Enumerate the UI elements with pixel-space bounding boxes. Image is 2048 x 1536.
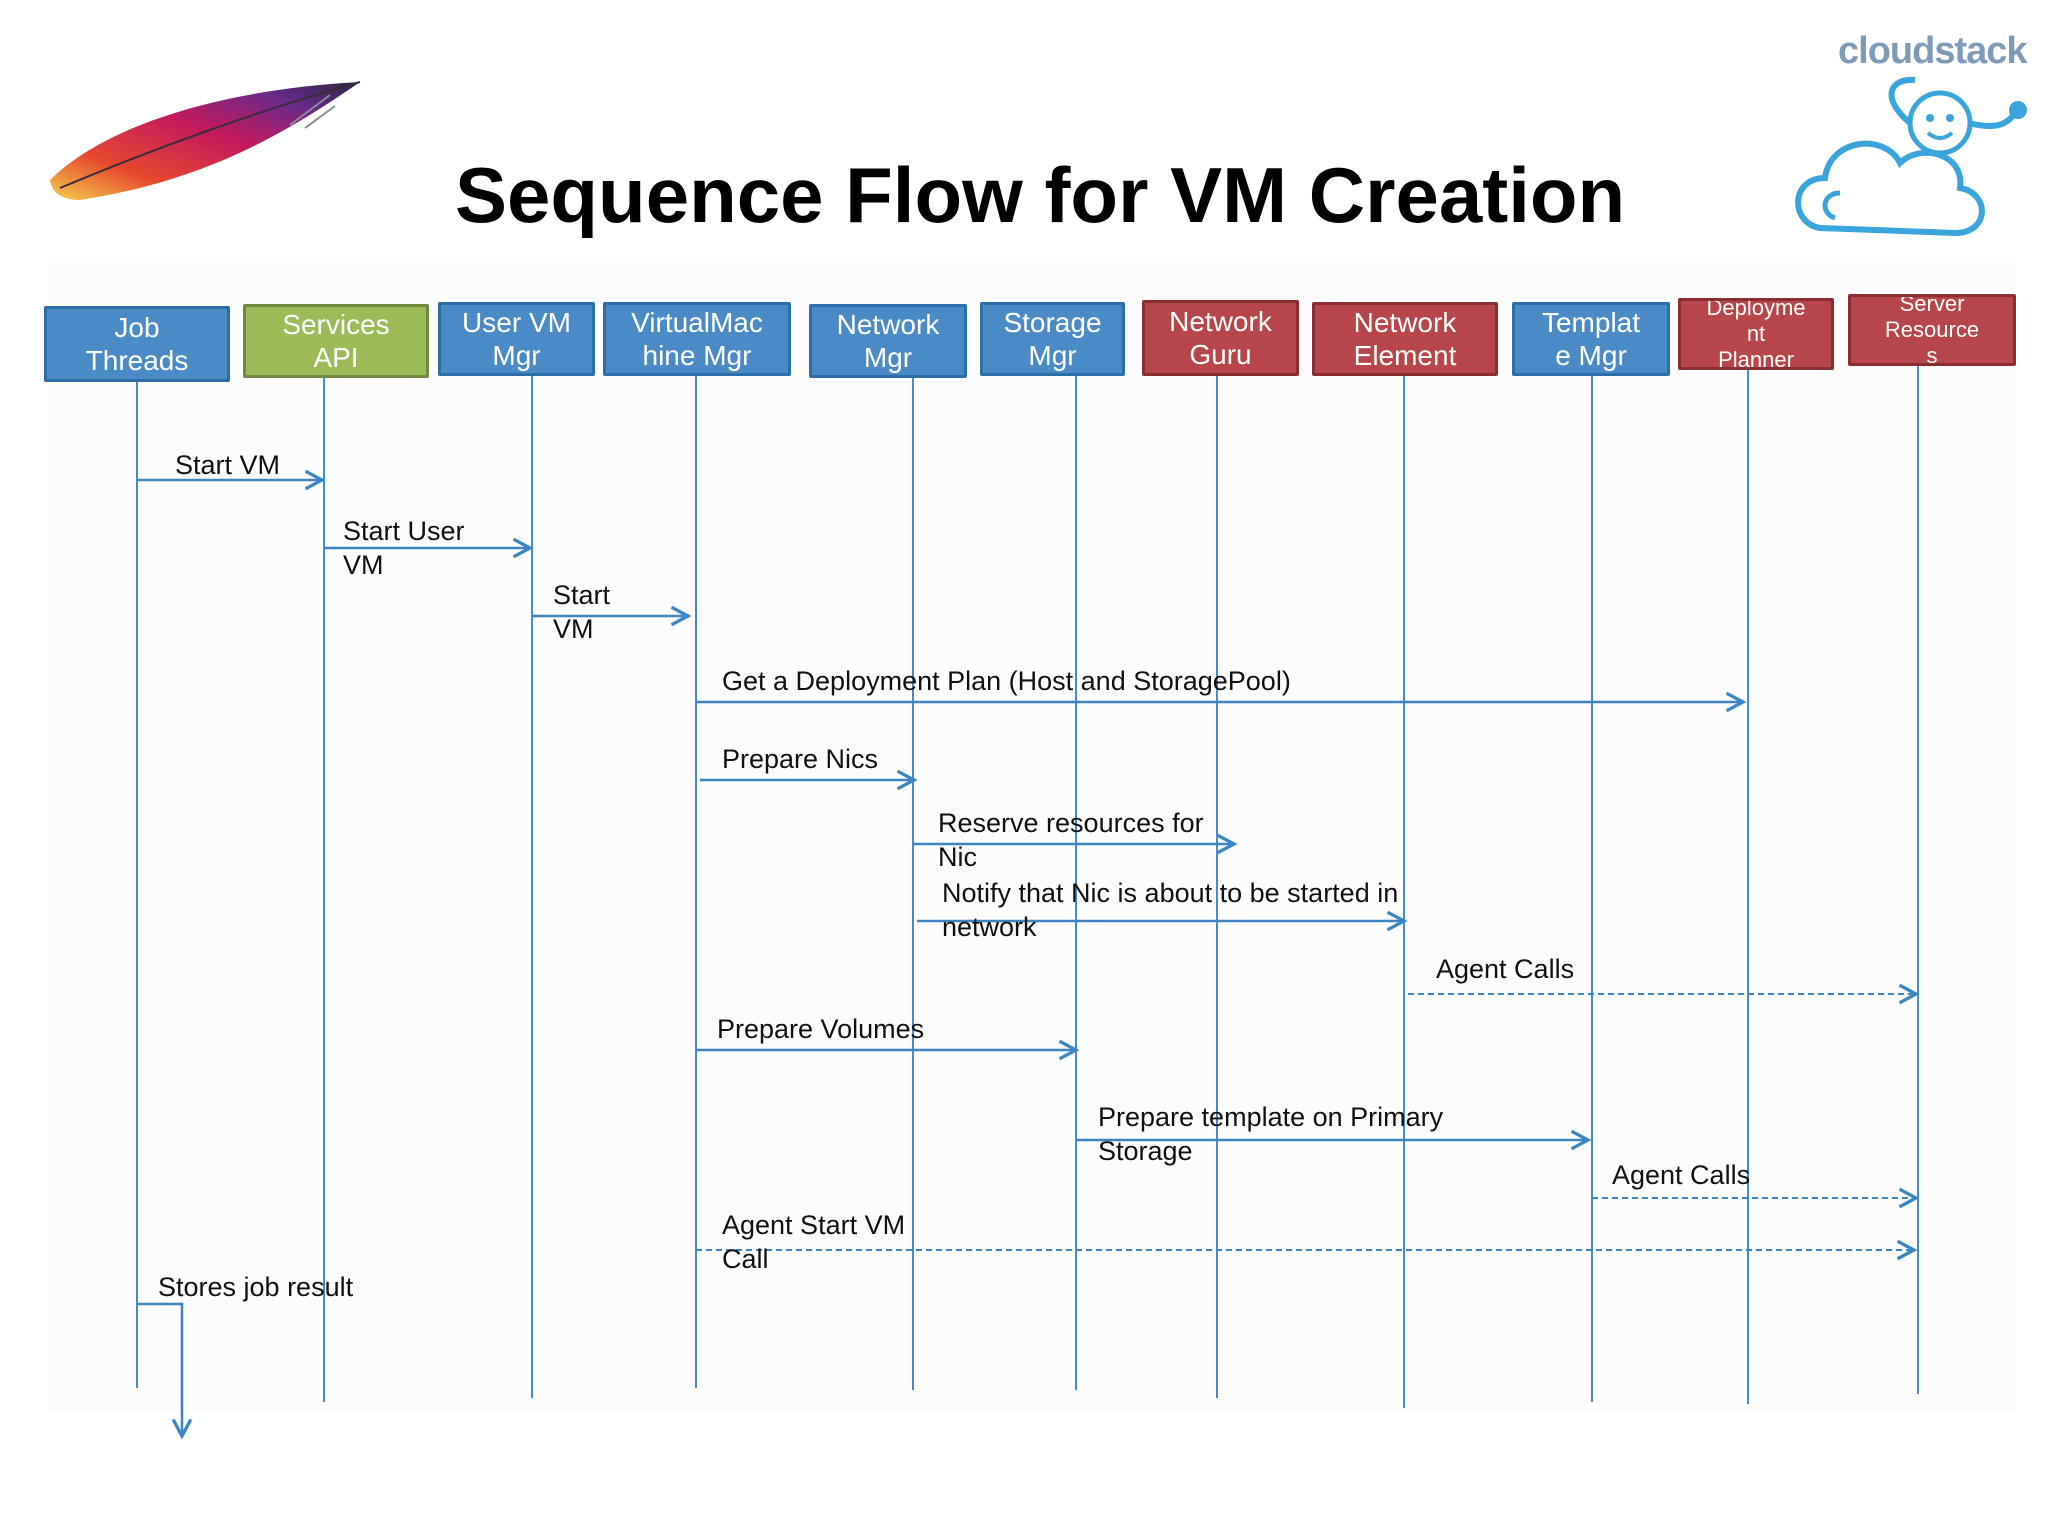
message-label-prepare-volumes: Prepare Volumes bbox=[717, 1014, 925, 1044]
page-title: Sequence Flow for VM Creation bbox=[455, 151, 1626, 239]
lane-network-mgr: Network Mgr bbox=[809, 304, 967, 378]
message-label-start-vm-2: Start VM bbox=[553, 580, 611, 645]
lane-virtual-machine-mgr: VirtualMac hine Mgr bbox=[603, 302, 791, 376]
lane-services-api: Services API bbox=[243, 304, 429, 378]
message-label-prepare-nics: Prepare Nics bbox=[722, 744, 879, 774]
cloudstack-logo-text: cloudstack bbox=[1838, 30, 2028, 72]
lane-network-guru: Network Guru bbox=[1142, 300, 1299, 376]
message-label-agent-calls-1: Agent Calls bbox=[1436, 954, 1575, 984]
message-label-reserve-resources: Reserve resources for Nic bbox=[938, 808, 1204, 873]
message-label-get-deployment-plan: Get a Deployment Plan (Host and StorageP… bbox=[722, 666, 1291, 696]
message-label-start-vm: Start VM bbox=[175, 450, 281, 480]
diagram-background bbox=[48, 262, 2016, 1412]
message-arrow-stores-job-result bbox=[137, 1302, 182, 1436]
lane-server-resources: Server Resource s bbox=[1848, 294, 2016, 366]
message-label-agent-calls-2: Agent Calls bbox=[1612, 1160, 1751, 1190]
lane-job-threads: Job Threads bbox=[44, 306, 230, 382]
lane-deployment-planner: Deployme nt Planner bbox=[1678, 298, 1834, 370]
lane-network-element: Network Element bbox=[1312, 302, 1498, 376]
lane-storage-mgr: Storage Mgr bbox=[980, 302, 1125, 376]
apache-feather-logo bbox=[50, 81, 361, 200]
lane-user-vm-mgr: User VM Mgr bbox=[438, 302, 595, 376]
message-label-prepare-template: Prepare template on Primary Storage bbox=[1098, 1102, 1444, 1167]
message-label-start-user-vm: Start User VM bbox=[343, 516, 465, 581]
lane-template-mgr: Templat e Mgr bbox=[1512, 302, 1670, 376]
message-label-stores-job-result: Stores job result bbox=[158, 1272, 354, 1302]
message-label-agent-start-vm: Agent Start VM Call bbox=[722, 1210, 906, 1275]
cloudstack-monkey-logo bbox=[1795, 76, 2027, 237]
message-label-notify-nic: Notify that Nic is about to be started i… bbox=[942, 878, 1399, 943]
